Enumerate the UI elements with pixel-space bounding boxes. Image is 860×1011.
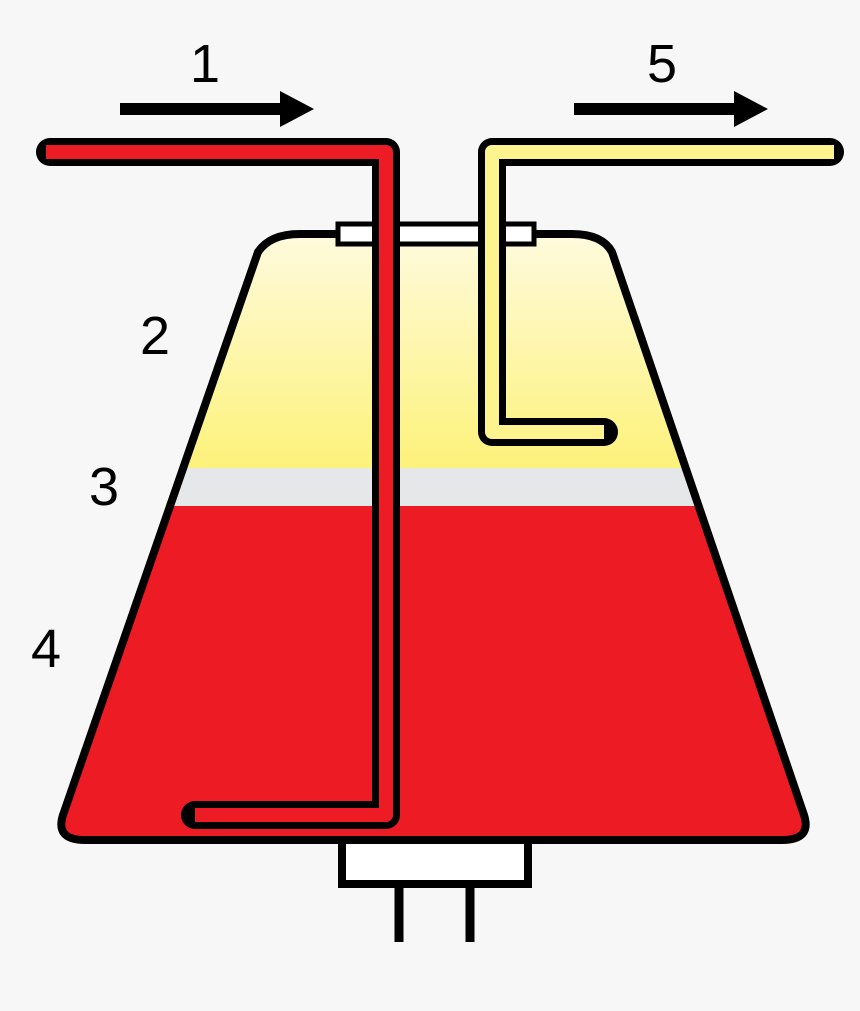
label-upper-layer: 2 [140,306,170,366]
label-lower-layer: 4 [31,619,61,679]
label-middle-layer: 3 [89,457,119,517]
inflow-arrow-icon [120,91,314,127]
outlet-tube [478,138,844,446]
inlet-tube [36,138,400,829]
label-inflow: 1 [190,34,220,94]
label-outflow: 5 [647,34,677,94]
middle-layer-fill [61,468,806,506]
bowl-outline [57,230,810,844]
outflow-arrow-icon [574,91,768,127]
lower-layer-fill [61,506,806,840]
